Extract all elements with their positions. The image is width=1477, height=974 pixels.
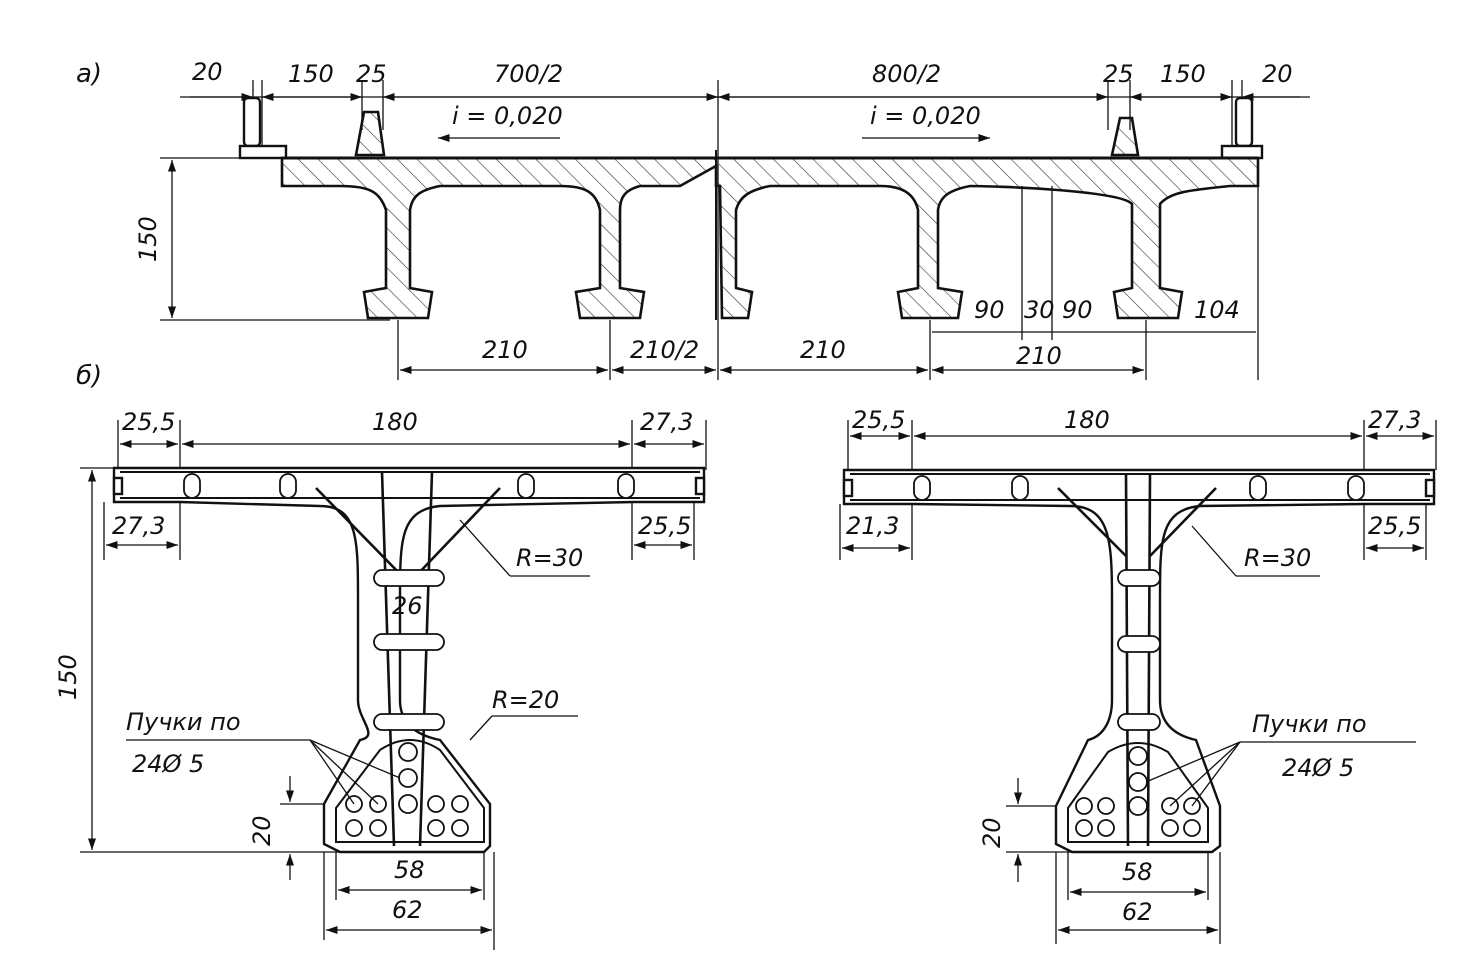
dim-br-top-25-5: 25,5 [852,406,905,434]
dim-a-right-span-210: 210 [1016,342,1062,370]
dim-br-offset-20: 20 [978,817,1006,848]
dim-br-top-180: 180 [1064,406,1110,434]
radius-bl-top: R=30 [516,544,583,572]
dim-a-top-25-right: 25 [1103,60,1134,88]
bundles-bl-line2: 24Ø 5 [132,750,204,778]
view-a-label: а) [76,59,102,89]
dim-bl-top-27-3: 27,3 [640,408,693,436]
dim-a-right-104: 104 [1194,296,1240,324]
dim-a-top-700-2: 700/2 [494,60,563,88]
dim-br-under-25-5: 25,5 [1368,512,1421,540]
dim-a-top-20-right: 20 [1262,60,1293,88]
dim-a-top-800-2: 800/2 [872,60,941,88]
beam-section-right [842,468,1436,854]
bundles-bl-line1: Пучки по [126,708,241,736]
dim-bl-bottom-62: 62 [392,896,423,924]
dim-bl-bottom-58: 58 [394,856,425,884]
view-b-left: б) 25,5 180 27,3 [54,361,707,950]
dim-a-bottom-210-2: 210/2 [630,336,699,364]
dim-a-right-30: 30 [1024,296,1055,324]
dim-bl-top-180: 180 [372,408,418,436]
superstructure-section [280,156,1260,320]
bundles-br-line1: Пучки по [1252,710,1367,738]
dim-bl-under-25-5: 25,5 [638,512,691,540]
view-b-right: 25,5 180 27,3 [839,406,1437,944]
slope-left: i = 0,020 [452,102,563,130]
dim-bl-top-25-5: 25,5 [122,408,175,436]
radius-bl-bottom: R=20 [492,686,559,714]
dim-a-top-20-left: 20 [192,58,223,86]
radius-br-top: R=30 [1244,544,1311,572]
dim-br-top-27-3: 27,3 [1368,406,1421,434]
dim-a-top-150-right: 150 [1160,60,1206,88]
dim-br-under-21-3: 21,3 [846,512,899,540]
dim-a-right-90-1: 90 [974,296,1005,324]
dim-a-height: 150 [134,216,162,262]
slope-right: i = 0,020 [870,102,981,130]
dim-br-bottom-62: 62 [1122,898,1153,926]
dim-a-bottom-210-1: 210 [482,336,528,364]
view-a: а) 20 150 25 700/2 800/2 25 150 20 i = 0… [76,58,1310,380]
dim-bl-under-27-3: 27,3 [112,512,165,540]
dim-br-bottom-58: 58 [1122,858,1153,886]
dim-a-top-25-left: 25 [356,60,387,88]
dim-bl-offset-20: 20 [248,815,276,846]
view-b-label: б) [76,361,102,391]
dim-a-right-90-2: 90 [1062,296,1093,324]
dim-bl-height: 150 [54,654,82,700]
bundles-br-line2: 24Ø 5 [1282,754,1354,782]
web-thickness-bl: 26 [392,592,423,620]
dim-a-bottom-210-3: 210 [800,336,846,364]
dim-a-top-150-left: 150 [288,60,334,88]
